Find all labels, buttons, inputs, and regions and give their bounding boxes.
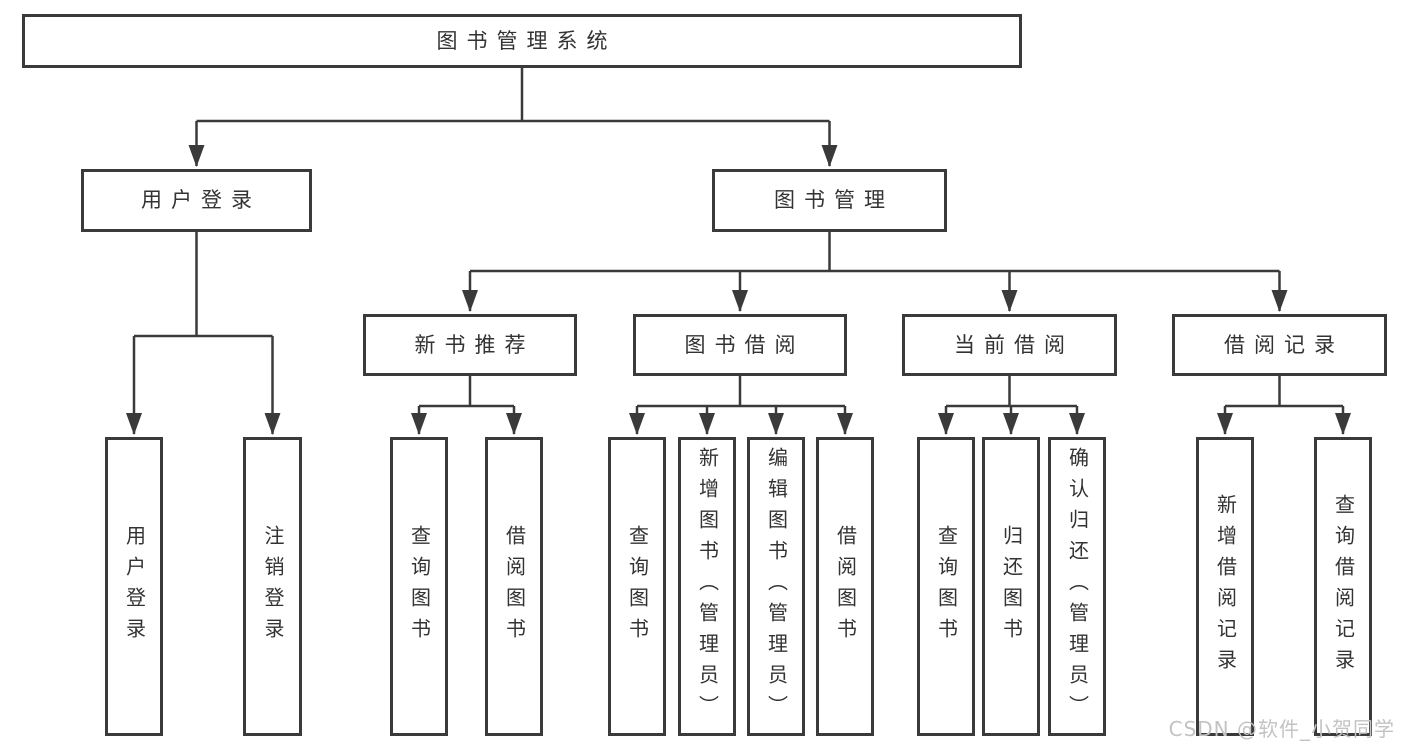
leaf-confirm-return-admin-label: 确认归还（管理员）: [1065, 447, 1090, 726]
node-book-borrowing: 图书借阅: [633, 314, 847, 376]
leaf-edit-book-admin: 编辑图书（管理员）: [747, 437, 805, 736]
node-current-borrowing: 当前借阅: [902, 314, 1117, 376]
leaf-add-book-admin-label: 新增图书（管理员）: [695, 447, 720, 726]
leaf-query-books-recommendation: 查询图书: [390, 437, 448, 736]
connector-current-borrowing: [938, 376, 1085, 435]
node-book-management-label: 图书管理: [774, 188, 894, 212]
leaf-borrow-books-recommendation: 借阅图书: [485, 437, 543, 736]
connector-root: [188, 68, 838, 167]
node-user-login-label: 用户登录: [141, 188, 261, 212]
connector-user-login: [126, 232, 281, 435]
leaf-logout: 注销登录: [243, 437, 302, 736]
connector-book-management: [462, 232, 1288, 312]
leaf-return-books-label: 归还图书: [999, 524, 1024, 649]
leaf-borrow-books: 借阅图书: [816, 437, 874, 736]
leaf-query-books-recommendation-label: 查询图书: [407, 524, 432, 649]
node-new-book-recommendation-label: 新书推荐: [414, 332, 535, 357]
leaf-query-borrow-record-label: 查询借阅记录: [1331, 493, 1356, 680]
leaf-add-book-admin: 新增图书（管理员）: [678, 437, 736, 736]
node-user-login: 用户登录: [81, 169, 312, 232]
leaf-logout-label: 注销登录: [261, 524, 285, 649]
leaf-confirm-return-admin: 确认归还（管理员）: [1048, 437, 1106, 736]
leaf-user-login: 用户登录: [105, 437, 163, 736]
connector-book-borrowing: [629, 376, 853, 435]
leaf-query-borrow-record: 查询借阅记录: [1314, 437, 1372, 736]
leaf-query-books-current-label: 查询图书: [934, 524, 959, 649]
node-new-book-recommendation: 新书推荐: [363, 314, 577, 376]
leaf-query-books-borrowing-label: 查询图书: [625, 524, 650, 649]
csdn-watermark: CSDN @软件_小贺同学: [1168, 717, 1395, 741]
leaf-edit-book-admin-label: 编辑图书（管理员）: [764, 447, 789, 726]
node-book-management: 图书管理: [712, 169, 947, 232]
node-borrowing-records: 借阅记录: [1172, 314, 1387, 376]
leaf-add-borrow-record: 新增借阅记录: [1196, 437, 1254, 736]
node-book-borrowing-label: 图书借阅: [684, 332, 805, 357]
node-borrowing-records-label: 借阅记录: [1224, 332, 1344, 357]
leaf-query-books-borrowing: 查询图书: [608, 437, 666, 736]
leaf-borrow-books-recommendation-label: 借阅图书: [502, 524, 527, 649]
connector-borrowing-records: [1217, 376, 1351, 435]
connector-new-book-recommendation: [411, 376, 522, 435]
leaf-query-books-current: 查询图书: [917, 437, 975, 736]
leaf-user-login-label: 用户登录: [122, 524, 147, 649]
node-library-system: 图书管理系统: [22, 14, 1022, 68]
leaf-add-borrow-record-label: 新增借阅记录: [1213, 493, 1238, 680]
leaf-borrow-books-label: 借阅图书: [833, 524, 858, 649]
node-current-borrowing-label: 当前借阅: [954, 332, 1074, 357]
node-library-system-label: 图书管理系统: [436, 28, 617, 53]
leaf-return-books: 归还图书: [982, 437, 1040, 736]
